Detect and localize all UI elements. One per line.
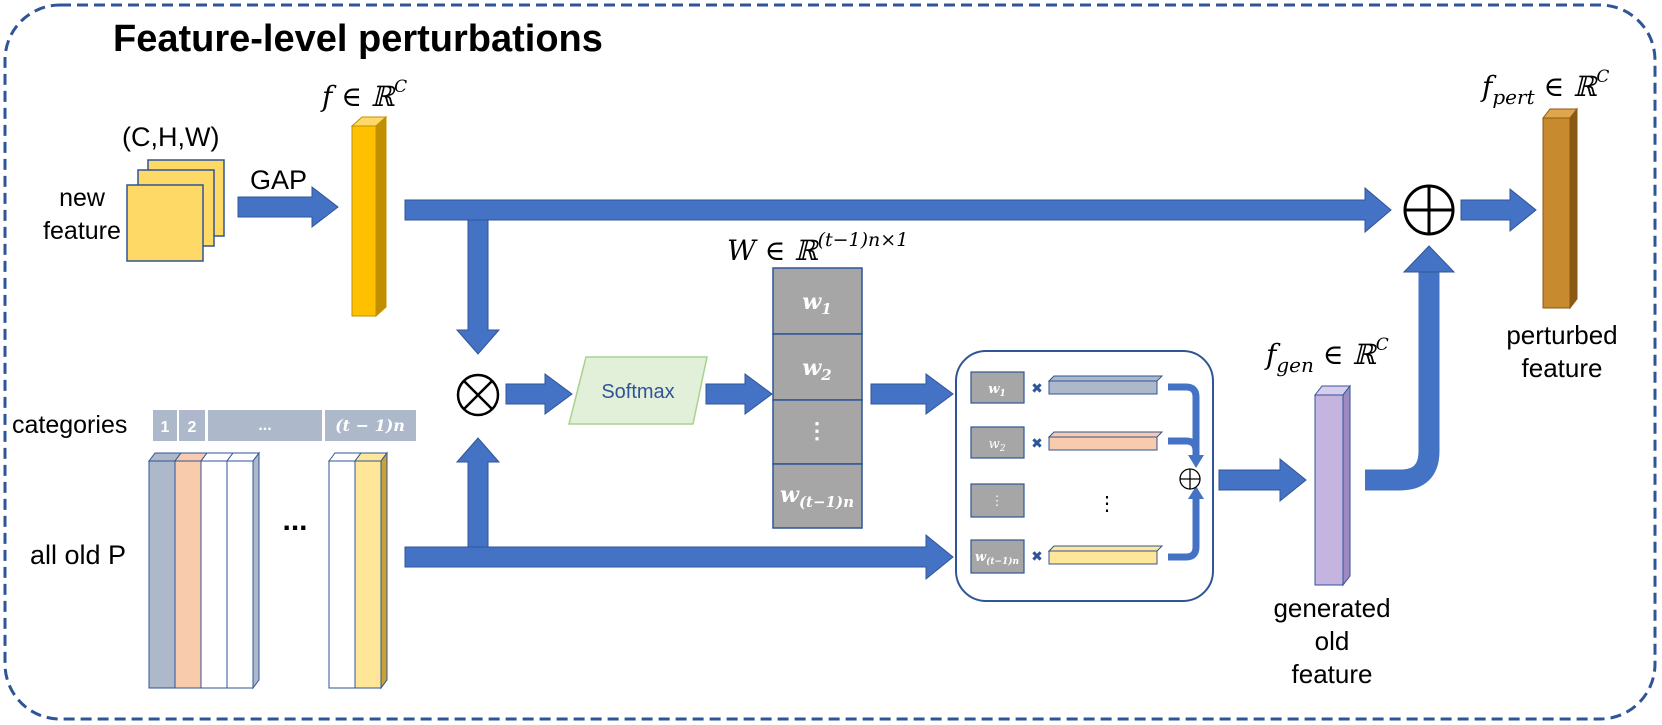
feature-map-stack	[126, 159, 225, 262]
svg-text:✖: ✖	[1031, 435, 1043, 451]
outer-frame	[3, 3, 1657, 721]
perturbed-label-1: perturbed	[1506, 320, 1617, 350]
svg-text:✖: ✖	[1031, 380, 1043, 396]
cat-cell-3: ...	[258, 417, 271, 434]
all-old-p-label: all old P	[30, 540, 126, 570]
new-feature-label-2: feature	[43, 217, 121, 245]
cat-cell-2: 2	[188, 419, 197, 436]
w-column	[772, 267, 863, 529]
arrow-to-softmax	[505, 373, 573, 415]
gap-label: GAP	[250, 165, 307, 195]
outer-product-icon	[456, 373, 500, 417]
skip-arrow	[404, 186, 1392, 234]
weighted-sum-box	[955, 350, 1214, 602]
sum-connector-mid	[1168, 437, 1200, 452]
fgen-label: fgen ∈ ℝC	[1264, 335, 1389, 377]
w-matrix-label: W ∈ ℝ(t−1)n×1	[727, 229, 908, 267]
arrow-to-w	[705, 373, 773, 415]
arrow-w-to-sum	[870, 373, 954, 415]
f-vector-bar	[350, 115, 388, 318]
f-label: f ∈ ℝC	[320, 77, 407, 113]
categories-row	[153, 410, 416, 441]
softmax-box	[568, 356, 708, 425]
chw-label: (C,H,W)	[122, 122, 219, 152]
arrow-to-fpert	[1460, 187, 1537, 233]
old-prototype-bars	[148, 451, 388, 690]
softmax-label: Softmax	[601, 381, 674, 403]
diagram-title: Feature-level perturbations	[113, 18, 603, 60]
up-arrow-to-otimes	[455, 437, 501, 548]
plus-icon	[1403, 184, 1455, 236]
svg-text:✖: ✖	[1031, 548, 1043, 564]
fpert-vector-bar	[1541, 107, 1579, 310]
fgen-to-plus-arrow	[1365, 270, 1440, 491]
mini-weights	[970, 371, 1025, 574]
mini-vdots: ⋮	[1097, 491, 1117, 515]
categories-label: categories	[12, 411, 127, 439]
generated-label-1: generated	[1273, 593, 1390, 623]
fpert-label: fpert ∈ ℝC	[1480, 67, 1609, 109]
arrow-to-fgen	[1218, 457, 1307, 503]
sum-connector-top	[1168, 383, 1200, 456]
small-oplus-icon	[1179, 468, 1201, 490]
sum-arrowhead-bottom	[1188, 486, 1204, 499]
multiply-icons: ✖ ✖ ✖	[1031, 380, 1043, 564]
mini-vectors	[1047, 375, 1164, 565]
gap-arrow	[237, 185, 339, 229]
sum-arrowhead-top	[1188, 455, 1204, 468]
fgen-to-plus-arrowhead	[1402, 245, 1456, 273]
mini-w-3: ⋮	[991, 494, 1004, 509]
cat-cell-4: (t − 1)n	[335, 416, 405, 435]
generated-label-3: feature	[1292, 659, 1373, 689]
sum-connector-bottom	[1168, 498, 1200, 561]
generated-label-2: old	[1315, 626, 1350, 656]
new-feature-label-1: new	[59, 184, 106, 212]
fgen-vector-bar	[1313, 384, 1352, 587]
bars-ellipsis: ...	[282, 504, 307, 537]
prototype-arrow	[404, 533, 954, 581]
w-cell-3: ⋮	[806, 418, 828, 444]
cat-cell-1: 1	[161, 419, 170, 436]
perturbed-label-2: feature	[1522, 353, 1603, 383]
down-arrow-to-otimes	[455, 219, 501, 355]
